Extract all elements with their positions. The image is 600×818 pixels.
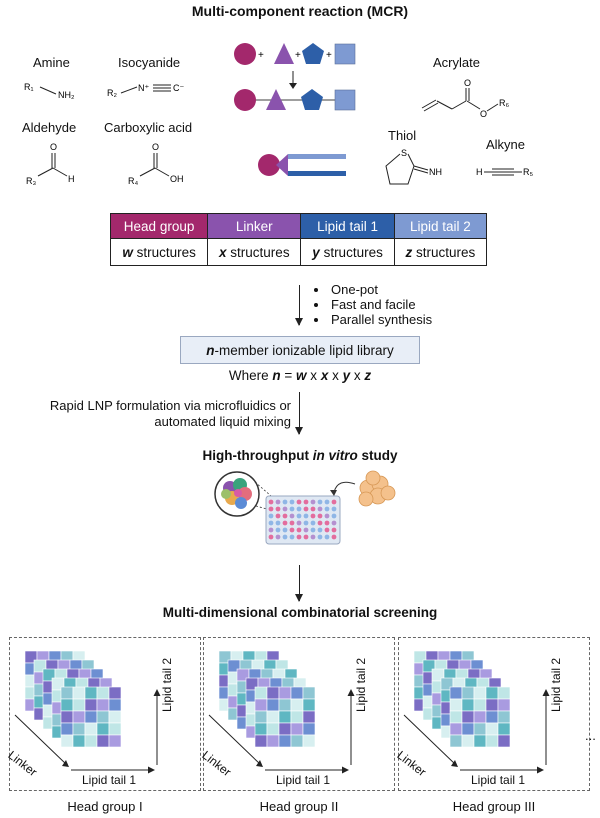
table-header-lipid-tail-2: Lipid tail 2 <box>393 213 488 239</box>
thiol-nh: NH <box>429 167 442 177</box>
alkyne-structure: H R₅ <box>476 167 533 177</box>
isocyanide-r2: R₂ <box>107 88 117 98</box>
carboxylic-structure: O R₄ OH <box>128 142 184 186</box>
lipid-library-box: n-member ionizable lipid library <box>180 336 420 364</box>
svg-text:+: + <box>258 50 264 61</box>
table-cell-z: z structures <box>393 238 488 266</box>
isocyanide-label: Isocyanide <box>118 55 181 70</box>
isocyanide-structure: R₂ N⁺ C⁻ <box>107 83 184 98</box>
mcr-shapes-diagram: + + + <box>234 43 356 176</box>
multi-dimensional-title: Multi-dimensional combinatorial screenin… <box>162 605 438 620</box>
thiol-label: Thiol <box>388 128 417 143</box>
table-cell-w: w structures <box>109 238 209 266</box>
formulation-text-line-2: automated liquid mixing <box>154 414 291 429</box>
list-item: Parallel synthesis <box>329 312 432 327</box>
arrow-down-icon <box>295 285 303 326</box>
arrow-down-icon <box>295 565 303 602</box>
head-group-caption-1: Head group I <box>67 799 143 814</box>
amine-r1: R₁ <box>24 82 34 92</box>
amine-nh2: NH₂ <box>58 90 75 100</box>
aldehyde-o: O <box>50 142 57 152</box>
acrylate-structure: O O R₆ <box>421 78 509 119</box>
formulation-text-line-1: Rapid LNP formulation via microfluidics … <box>49 398 291 413</box>
svg-text:+: + <box>326 50 332 61</box>
synthesis-features-list: One-pot Fast and facile Parallel synthes… <box>315 282 432 327</box>
aldehyde-h: H <box>68 174 75 184</box>
aldehyde-label: Aldehyde <box>22 120 77 135</box>
axis-label-lipid-tail-1: Lipid tail 1 <box>276 773 331 787</box>
cell-culture-plate-illustration <box>214 470 396 545</box>
page-title: Multi-component reaction (MCR) <box>191 3 409 19</box>
axis-label-lipid-tail-2: Lipid tail 2 <box>354 657 368 712</box>
amine-structure: R₁ NH₂ <box>24 82 75 100</box>
arrow-down-icon <box>295 392 303 435</box>
isocyanide-c: C⁻ <box>173 83 184 93</box>
axis-label-lipid-tail-2: Lipid tail 2 <box>160 657 174 712</box>
acrylate-r6: R₆ <box>499 98 509 108</box>
screening-study-title: High-throughput in vitro study <box>202 448 398 463</box>
library-size-formula: Where n = w x x x y x z <box>228 368 372 383</box>
table-header-head-group: Head group <box>109 213 209 239</box>
table-cell-y: y structures <box>300 238 395 266</box>
head-group-circle-icon <box>234 43 256 65</box>
amine-label: Amine <box>33 55 70 70</box>
carboxylic-o: O <box>152 142 159 152</box>
aldehyde-r3: R₃ <box>26 176 36 186</box>
table-header-linker: Linker <box>207 213 302 239</box>
alkyne-label: Alkyne <box>486 137 526 152</box>
head-group-panel-2 <box>203 637 395 791</box>
carboxylic-r4: R₄ <box>128 176 138 186</box>
svg-text:+: + <box>295 50 301 61</box>
well-plate-icon <box>265 495 341 545</box>
head-group-caption-2: Head group II <box>259 799 339 814</box>
table-cell-x: x structures <box>207 238 302 266</box>
axis-label-lipid-tail-1: Lipid tail 1 <box>82 773 137 787</box>
carboxylic-label: Carboxylic acid <box>104 120 193 135</box>
axis-label-lipid-tail-1: Lipid tail 1 <box>471 773 526 787</box>
acrylate-o: O <box>480 109 487 119</box>
linker-triangle-icon <box>274 43 294 64</box>
isocyanide-n: N⁺ <box>138 83 149 93</box>
acrylate-o-top: O <box>464 78 471 88</box>
cell-cluster-icon <box>358 470 396 507</box>
combinatorial-cubes-graphic <box>14 650 550 774</box>
axis-label-lipid-tail-2: Lipid tail 2 <box>549 657 563 712</box>
list-item: Fast and facile <box>329 297 432 312</box>
acrylate-label: Acrylate <box>433 55 480 70</box>
head-group-caption-3: Head group III <box>452 799 536 814</box>
list-item: One-pot <box>329 282 432 297</box>
ellipsis-indicator: ... <box>585 728 596 743</box>
library-component-table: Head group Linker Lipid tail 1 Lipid tai… <box>109 213 488 266</box>
alkyne-r5: R₅ <box>523 167 533 177</box>
thiol-s: S <box>401 148 407 158</box>
head-group-panel-1 <box>9 637 201 791</box>
aldehyde-structure: O R₃ H <box>26 142 75 186</box>
tail2-square-icon <box>334 43 356 65</box>
lipid-symbol-icon <box>258 154 280 176</box>
carboxylic-oh: OH <box>170 174 184 184</box>
head-group-panel-3 <box>398 637 590 791</box>
tail1-pentagon-icon <box>302 43 324 64</box>
alkyne-h: H <box>476 167 483 177</box>
table-header-lipid-tail-1: Lipid tail 1 <box>300 213 395 239</box>
thiol-structure: S NH <box>385 148 442 185</box>
